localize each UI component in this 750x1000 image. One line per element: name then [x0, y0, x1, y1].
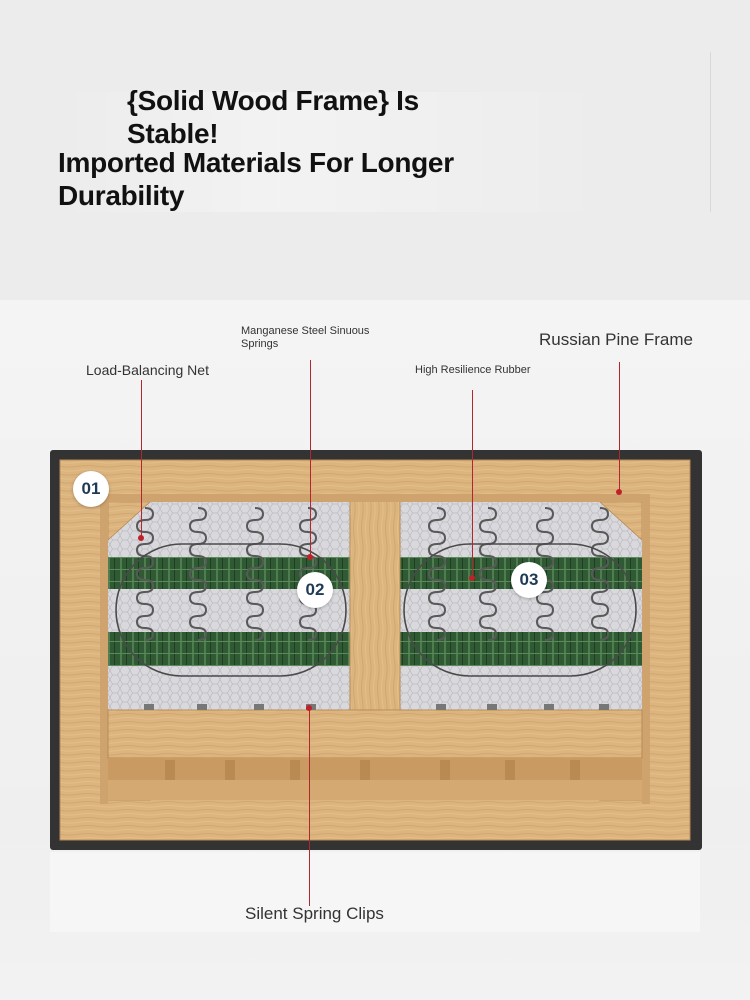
label-manganese-springs: Manganese Steel Sinuous Springs	[241, 325, 370, 350]
center-divider	[349, 499, 401, 711]
badge-01: 01	[73, 471, 109, 507]
label-russian-pine-frame: Russian Pine Frame	[539, 330, 694, 349]
leader-load-balancing	[141, 380, 142, 538]
header-band: {Solid Wood Frame} Is Stable! Imported M…	[0, 0, 750, 300]
leader-rubber	[472, 390, 473, 578]
dot-springs	[307, 554, 313, 560]
dot-load-balancing	[138, 535, 144, 541]
divider-line	[710, 52, 711, 212]
headline-subtitle: Imported Materials For Longer Durability	[58, 147, 454, 211]
leader-springs	[310, 360, 311, 556]
leader-spring-clips	[309, 708, 310, 906]
dot-pine-frame	[616, 489, 622, 495]
badge-03: 03	[511, 562, 547, 598]
badge-02: 02	[297, 572, 333, 608]
dot-rubber	[469, 575, 475, 581]
headline-highlight	[55, 92, 615, 212]
label-silent-spring-clips: Silent Spring Clips	[245, 904, 384, 923]
label-high-resilience-rubber: High Resilience Rubber	[415, 364, 531, 376]
label-load-balancing-net: Load-Balancing Net	[86, 362, 209, 378]
dot-spring-clips	[306, 705, 312, 711]
leader-pine-frame	[619, 362, 620, 492]
headline-title: {Solid Wood Frame} Is Stable!	[127, 85, 419, 149]
lower-rail	[107, 709, 643, 759]
